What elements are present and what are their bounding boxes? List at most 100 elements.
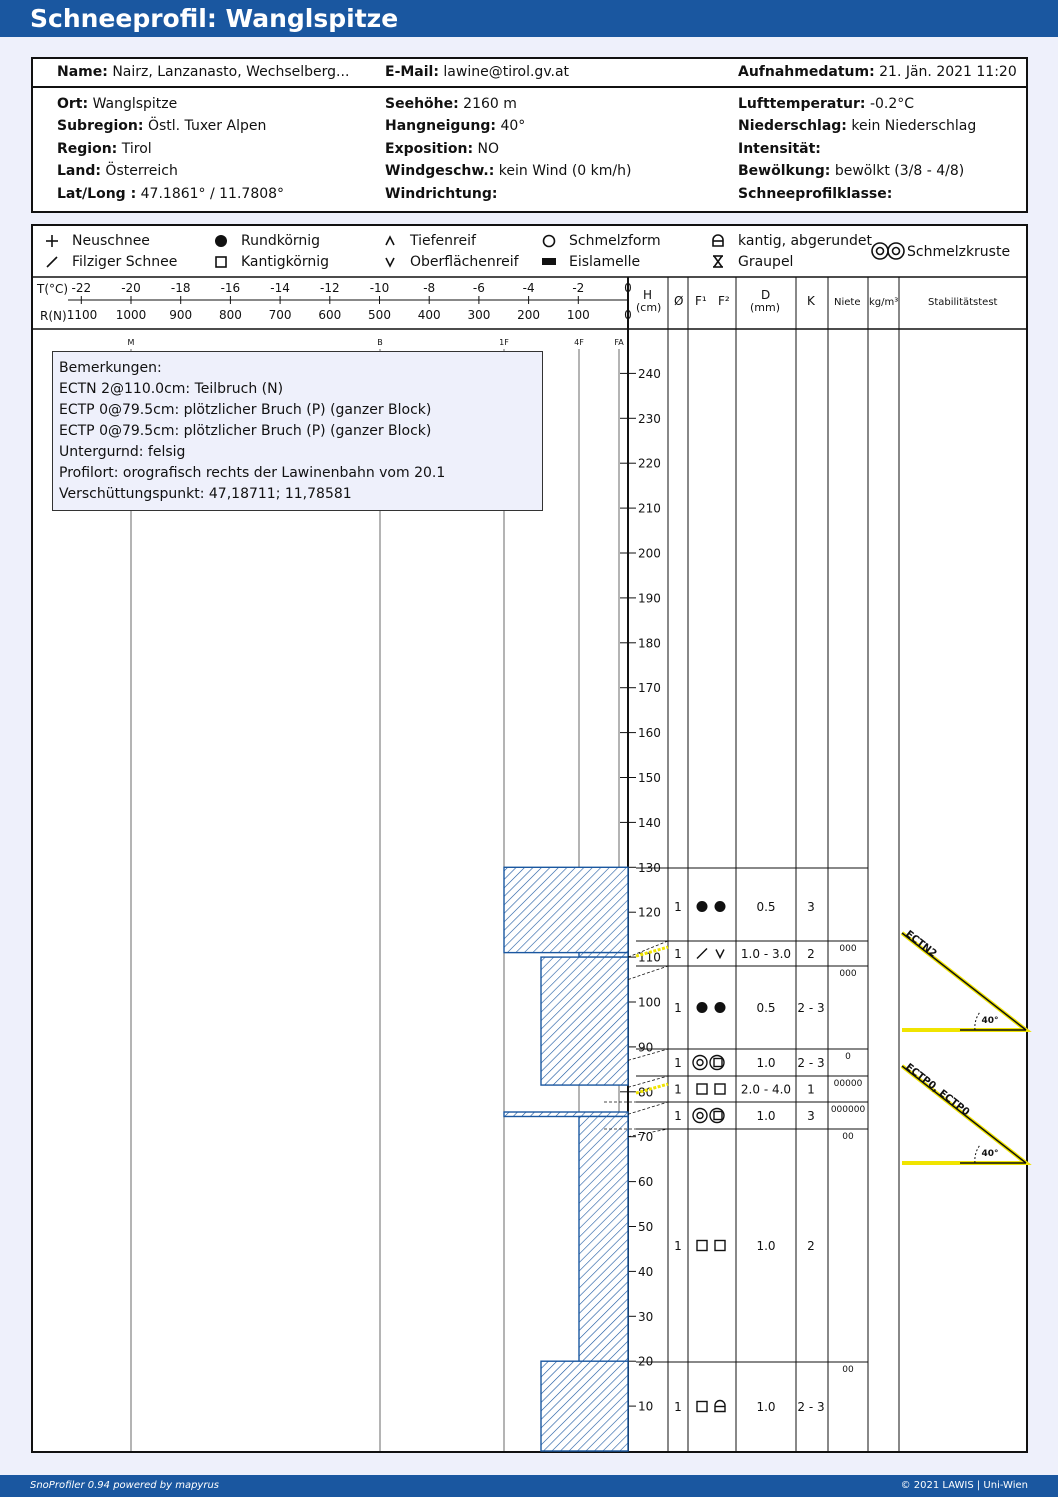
- temp-tick-label: -14: [270, 281, 290, 295]
- schmelzform-icon: [542, 234, 556, 248]
- temp-tick-label: -4: [523, 281, 535, 295]
- temp-tick-label: -16: [221, 281, 241, 295]
- square-icon: [696, 1400, 708, 1413]
- hardness-mark-label: 4F: [574, 338, 584, 347]
- temp-tick-label: -18: [171, 281, 191, 295]
- d-unit: (mm): [750, 301, 781, 314]
- stability-test: 40° ECTP0, ECTP0: [900, 1062, 1032, 1165]
- stability-slope: [901, 932, 1027, 1031]
- stability-angle: 40°: [981, 1016, 998, 1026]
- page-title: Schneeprofil: Wanglspitze: [0, 0, 1058, 37]
- oberflaechenreif-icon: [385, 257, 395, 268]
- rounded-icon: [714, 1399, 726, 1413]
- height-tick-label: 60: [638, 1175, 653, 1189]
- neuschnee-icon: [46, 235, 58, 247]
- layer-connector: [627, 1101, 669, 1115]
- layer-niete: 00000: [834, 1079, 863, 1089]
- intensitaet-field: Intensität:: [738, 141, 821, 157]
- layer-connector: [627, 1048, 669, 1061]
- rundkoernig-icon: [215, 235, 227, 247]
- height-tick-label: 160: [638, 726, 661, 740]
- v-icon: [715, 949, 725, 960]
- layer-k: 3: [807, 900, 815, 914]
- f1-column-header: F¹: [695, 294, 707, 308]
- temp-tick-label: -8: [423, 281, 435, 295]
- square-icon: [696, 1239, 708, 1252]
- email-field: E-Mail: lawine@tirol.gv.at: [385, 64, 570, 80]
- land-field: Land: Österreich: [57, 163, 178, 179]
- kantigkoernig-icon: [215, 256, 227, 268]
- stability-column-header: Stabilitätstest: [928, 297, 998, 308]
- hardness-layer: [503, 866, 629, 954]
- remark-line: Profilort: orografisch rechts der Lawine…: [59, 465, 446, 481]
- resistance-tick-label: 500: [368, 308, 391, 322]
- height-unit: (cm): [636, 301, 662, 314]
- windrichtung-field: Windrichtung:: [385, 186, 498, 202]
- legend-kantig-abgerundet: kantig, abgerundet: [738, 233, 872, 249]
- height-tick-label: 110: [638, 951, 661, 965]
- legend-icons: [31, 234, 1028, 278]
- resistance-tick-label: 600: [318, 308, 341, 322]
- dot-icon: [714, 1002, 726, 1013]
- lufttemperatur-field: Lufttemperatur: -0.2°C: [738, 96, 915, 112]
- layer-connector: [627, 1075, 669, 1088]
- stability-slope: [901, 1065, 1027, 1164]
- resistance-tick-label: 100: [567, 308, 590, 322]
- layer-phi: 1: [674, 1056, 682, 1070]
- layer-phi: 1: [674, 1239, 682, 1253]
- crust_sq-icon: [709, 1054, 725, 1071]
- legend-rundkoernig: Rundkörnig: [241, 233, 321, 249]
- layer-k: 2: [807, 1239, 815, 1253]
- temp-tick-label: -22: [71, 281, 91, 295]
- footer-left: SnoProfiler 0.94 powered by mapyrus: [30, 1480, 220, 1491]
- resistance-tick-label: 300: [467, 308, 490, 322]
- bewoelkung-field: Bewölkung: bewölkt (3/8 - 4/8): [738, 163, 965, 179]
- d-column-header: D: [761, 288, 771, 302]
- stability-label: ECTP0, ECTP0: [903, 1062, 971, 1119]
- layer-niete: 00: [842, 1132, 854, 1142]
- resistance-axis-label: R(N): [40, 309, 67, 323]
- dot-icon: [714, 901, 726, 912]
- height-tick-label: 10: [638, 1400, 653, 1414]
- layer-niete: 0: [845, 1052, 851, 1062]
- latlong-field: Lat/Long : 47.1861° / 11.7808°: [57, 186, 285, 202]
- kantig-abgerundet-icon: [712, 234, 724, 247]
- legend-neuschnee: Neuschnee: [72, 233, 150, 249]
- k-column-header: K: [807, 294, 815, 308]
- wind-field: Windgeschw.: kein Wind (0 km/h): [385, 163, 632, 179]
- temp-tick-label: -2: [572, 281, 584, 295]
- hardness-layer: [540, 1360, 629, 1452]
- eislamelle-icon: [542, 258, 556, 265]
- legend-graupel: Graupel: [738, 254, 794, 270]
- schmelzkruste-icon: [871, 242, 905, 260]
- layer-phi: 1: [674, 1109, 682, 1123]
- exposition-field: Exposition: NO: [385, 141, 499, 157]
- hardness-mark-label: B: [377, 338, 383, 347]
- graupel-icon: [713, 255, 723, 268]
- resistance-tick-label: 1000: [116, 308, 147, 322]
- height-tick-label: 180: [638, 636, 661, 650]
- crust-icon: [692, 1107, 708, 1124]
- temp-tick-label: -12: [320, 281, 340, 295]
- niete-column-header: Niete: [834, 297, 861, 308]
- slash-icon: [696, 948, 708, 959]
- temp-tick-label: -6: [473, 281, 485, 295]
- square-icon: [714, 1083, 726, 1095]
- height-tick-label: 170: [638, 681, 661, 695]
- weak-layer-marker: [635, 1082, 669, 1095]
- resistance-tick-label: 800: [219, 308, 242, 322]
- stability-angle: 40°: [981, 1149, 998, 1159]
- tiefenreif-icon: [385, 235, 395, 246]
- height-tick-label: 90: [638, 1040, 653, 1054]
- ort-field: Ort: Wanglspitze: [57, 96, 178, 112]
- remark-line: ECTP 0@79.5cm: plötzlicher Bruch (P) (ga…: [59, 423, 432, 439]
- subregion-field: Subregion: Östl. Tuxer Alpen: [57, 118, 267, 134]
- height-tick-label: 50: [638, 1220, 653, 1234]
- dot-icon: [696, 1002, 708, 1013]
- layer-k: 2 - 3: [797, 1001, 824, 1015]
- legend-schmelzform: Schmelzform: [569, 233, 661, 249]
- layer-connector: [627, 965, 669, 980]
- layer-grain-size: 1.0: [756, 1109, 775, 1123]
- stability-label: ECTN2: [903, 929, 938, 960]
